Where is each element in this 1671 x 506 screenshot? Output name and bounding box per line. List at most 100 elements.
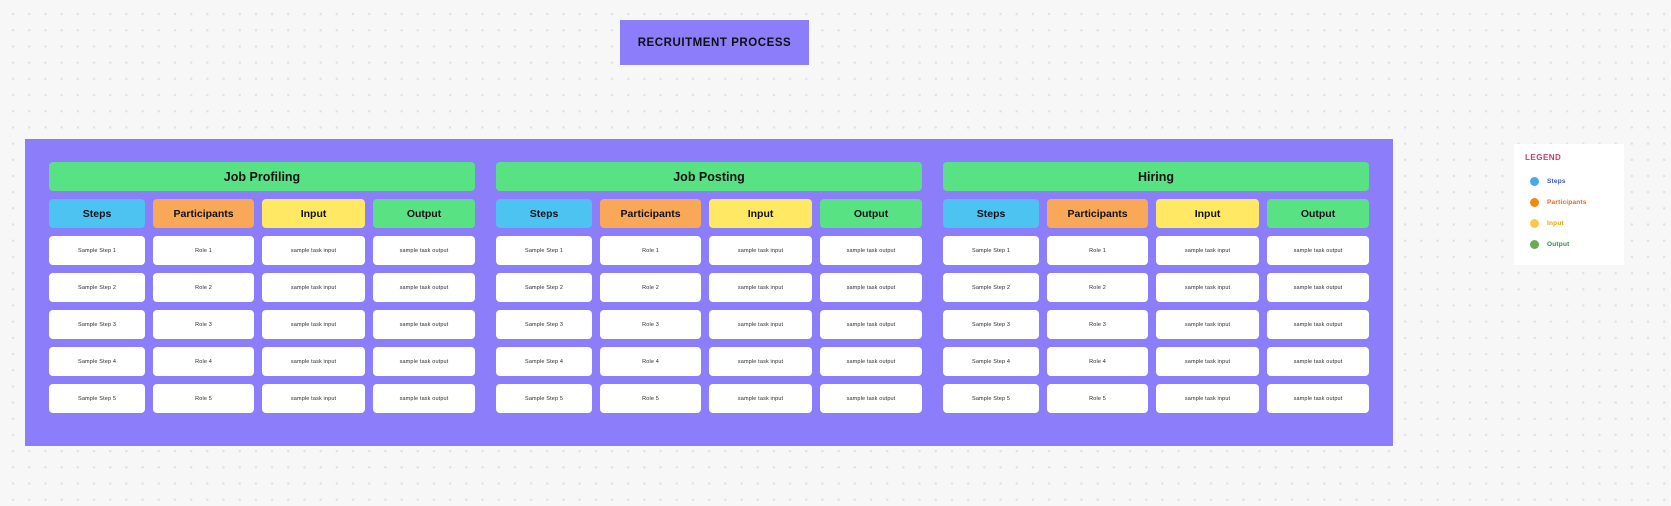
cell-steps[interactable]: Sample Step 5 bbox=[496, 384, 593, 413]
circle-icon bbox=[1530, 219, 1539, 228]
table-title: Job Profiling bbox=[49, 162, 475, 191]
recruitment-process-banner: RECRUITMENT PROCESS bbox=[620, 20, 809, 65]
cell-participants[interactable]: Role 2 bbox=[1047, 273, 1149, 302]
legend-label: Output bbox=[1547, 241, 1570, 248]
cell-input[interactable]: sample task input bbox=[1156, 384, 1260, 413]
column-header-steps[interactable]: Steps bbox=[49, 199, 146, 228]
cell-output[interactable]: sample task output bbox=[1267, 384, 1369, 413]
cell-steps[interactable]: Sample Step 3 bbox=[496, 310, 593, 339]
column-header-participants[interactable]: Participants bbox=[600, 199, 702, 228]
column-header-output[interactable]: Output bbox=[373, 199, 475, 228]
column-header-input[interactable]: Input bbox=[262, 199, 366, 228]
column-header-output[interactable]: Output bbox=[820, 199, 922, 228]
cell-input[interactable]: sample task input bbox=[1156, 236, 1260, 265]
cell-steps[interactable]: Sample Step 5 bbox=[943, 384, 1040, 413]
cell-input[interactable]: sample task input bbox=[709, 310, 813, 339]
cell-input[interactable]: sample task input bbox=[1156, 347, 1260, 376]
cell-participants[interactable]: Role 4 bbox=[153, 347, 255, 376]
cell-participants[interactable]: Role 4 bbox=[1047, 347, 1149, 376]
column-header-input[interactable]: Input bbox=[709, 199, 813, 228]
legend-label: Steps bbox=[1547, 178, 1566, 185]
cell-steps[interactable]: Sample Step 2 bbox=[943, 273, 1040, 302]
cell-participants[interactable]: Role 1 bbox=[153, 236, 255, 265]
cell-participants[interactable]: Role 5 bbox=[1047, 384, 1149, 413]
cell-participants[interactable]: Role 1 bbox=[1047, 236, 1149, 265]
cell-output[interactable]: sample task output bbox=[1267, 347, 1369, 376]
cell-participants[interactable]: Role 3 bbox=[600, 310, 702, 339]
cell-input[interactable]: sample task input bbox=[262, 347, 366, 376]
cell-steps[interactable]: Sample Step 3 bbox=[49, 310, 146, 339]
cell-input[interactable]: sample task input bbox=[709, 384, 813, 413]
cell-steps[interactable]: Sample Step 4 bbox=[496, 347, 593, 376]
cell-output[interactable]: sample task output bbox=[373, 273, 475, 302]
cell-output[interactable]: sample task output bbox=[820, 310, 922, 339]
legend-item-input: Input bbox=[1525, 213, 1613, 234]
cell-output[interactable]: sample task output bbox=[820, 384, 922, 413]
column-header-steps[interactable]: Steps bbox=[496, 199, 593, 228]
cell-input[interactable]: sample task input bbox=[262, 273, 366, 302]
column-header-input[interactable]: Input bbox=[1156, 199, 1260, 228]
cell-steps[interactable]: Sample Step 1 bbox=[496, 236, 593, 265]
circle-icon bbox=[1530, 240, 1539, 249]
column-header-participants[interactable]: Participants bbox=[153, 199, 255, 228]
cell-input[interactable]: sample task input bbox=[262, 310, 366, 339]
cell-steps[interactable]: Sample Step 5 bbox=[49, 384, 146, 413]
cell-input[interactable]: sample task input bbox=[709, 236, 813, 265]
column-header-output[interactable]: Output bbox=[1267, 199, 1369, 228]
cell-output[interactable]: sample task output bbox=[1267, 310, 1369, 339]
cell-output[interactable]: sample task output bbox=[373, 310, 475, 339]
circle-icon bbox=[1530, 177, 1539, 186]
cell-steps[interactable]: Sample Step 1 bbox=[49, 236, 146, 265]
cell-input[interactable]: sample task input bbox=[1156, 273, 1260, 302]
cell-output[interactable]: sample task output bbox=[373, 236, 475, 265]
cell-output[interactable]: sample task output bbox=[1267, 273, 1369, 302]
cell-output[interactable]: sample task output bbox=[373, 384, 475, 413]
cell-input[interactable]: sample task input bbox=[709, 347, 813, 376]
cell-output[interactable]: sample task output bbox=[373, 347, 475, 376]
cell-input[interactable]: sample task input bbox=[262, 384, 366, 413]
cell-steps[interactable]: Sample Step 3 bbox=[943, 310, 1040, 339]
column-header-steps[interactable]: Steps bbox=[943, 199, 1040, 228]
cell-steps[interactable]: Sample Step 2 bbox=[496, 273, 593, 302]
cell-steps[interactable]: Sample Step 4 bbox=[943, 347, 1040, 376]
cell-input[interactable]: sample task input bbox=[709, 273, 813, 302]
cell-participants[interactable]: Role 5 bbox=[153, 384, 255, 413]
cell-participants[interactable]: Role 3 bbox=[153, 310, 255, 339]
cell-participants[interactable]: Role 2 bbox=[153, 273, 255, 302]
cell-participants[interactable]: Role 2 bbox=[600, 273, 702, 302]
cell-participants[interactable]: Role 3 bbox=[1047, 310, 1149, 339]
cell-input[interactable]: sample task input bbox=[262, 236, 366, 265]
cell-steps[interactable]: Sample Step 1 bbox=[943, 236, 1040, 265]
cell-output[interactable]: sample task output bbox=[820, 273, 922, 302]
cell-participants[interactable]: Role 5 bbox=[600, 384, 702, 413]
cell-output[interactable]: sample task output bbox=[1267, 236, 1369, 265]
cell-participants[interactable]: Role 1 bbox=[600, 236, 702, 265]
cell-steps[interactable]: Sample Step 4 bbox=[49, 347, 146, 376]
cell-participants[interactable]: Role 4 bbox=[600, 347, 702, 376]
column-header-participants[interactable]: Participants bbox=[1047, 199, 1149, 228]
page-title: RECRUITMENT PROCESS bbox=[637, 36, 792, 49]
legend-item-output: Output bbox=[1525, 234, 1613, 255]
cell-input[interactable]: sample task input bbox=[1156, 310, 1260, 339]
cell-steps[interactable]: Sample Step 2 bbox=[49, 273, 146, 302]
legend-label: Participants bbox=[1547, 199, 1587, 206]
cell-output[interactable]: sample task output bbox=[820, 236, 922, 265]
cell-output[interactable]: sample task output bbox=[820, 347, 922, 376]
legend-title: LEGEND bbox=[1525, 153, 1562, 162]
